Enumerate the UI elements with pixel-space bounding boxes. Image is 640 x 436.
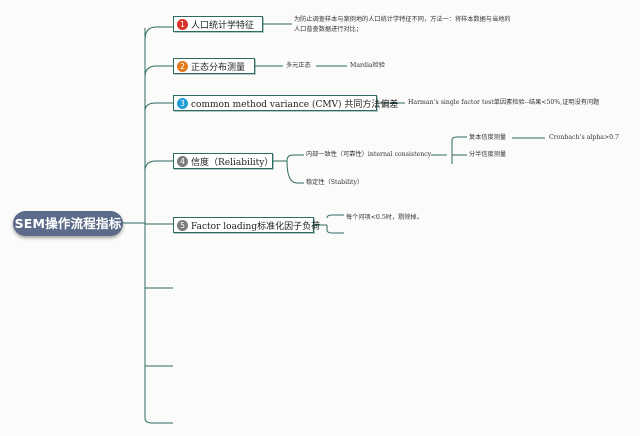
topic-reliability[interactable]: 4 信度（Reliability） xyxy=(173,153,273,169)
subtopic-composite-reliability[interactable]: 复本信度测量 xyxy=(469,134,507,141)
subtopic-mardia-test[interactable]: Mardia检验 xyxy=(350,62,385,69)
topic-demographics[interactable]: 1 人口统计学特征 xyxy=(173,16,263,32)
root-topic[interactable]: SEM操作流程指标 xyxy=(13,211,123,236)
topic-label: 信度（Reliability） xyxy=(191,157,274,168)
number-one-badge: 1 xyxy=(177,18,188,30)
number-five-badge: 5 xyxy=(177,219,188,231)
number-two-badge: 2 xyxy=(177,60,188,72)
subtopic-harman-test[interactable]: Harman’s single factor test单因素检验--结果<50%… xyxy=(408,99,600,106)
note-cronbach-alpha[interactable]: Cronbach’s alpha>0.7 xyxy=(549,134,619,141)
topic-cmv[interactable]: 3 common method variance (CMV) 共同方法偏差 xyxy=(173,95,398,111)
subtopic-stability[interactable]: 稳定性（Stability） xyxy=(306,179,364,186)
topic-label: 人口统计学特征 xyxy=(191,20,255,31)
subtopic-multivariate-normal[interactable]: 多元正态 xyxy=(286,62,311,69)
subtopic-split-half[interactable]: 分半信度测量 xyxy=(469,151,507,158)
note-demographics-line1: 为防止调查样本与案例地的人口统计学特征不同，方法一：将样本数据与当地的 xyxy=(294,16,511,23)
topic-label: Factor loading标准化因子负荷 xyxy=(191,221,321,232)
topic-normality[interactable]: 2 正态分布测量 xyxy=(173,58,255,74)
note-demographics-line2: 人口普查数据进行对比； xyxy=(294,26,363,33)
topic-label: 正态分布测量 xyxy=(191,62,246,73)
subtopic-internal-consistency[interactable]: 内部一致性（可靠性）internal consistency xyxy=(306,151,432,158)
topic-factor-loading[interactable]: 5 Factor loading标准化因子负荷 xyxy=(173,217,320,233)
number-three-badge: 3 xyxy=(177,97,188,109)
note-loading-rule[interactable]: 每个问项<0.5时，剔除掉。 xyxy=(346,214,423,221)
topic-label: common method variance (CMV) 共同方法偏差 xyxy=(191,99,399,110)
number-four-badge: 4 xyxy=(177,155,188,167)
